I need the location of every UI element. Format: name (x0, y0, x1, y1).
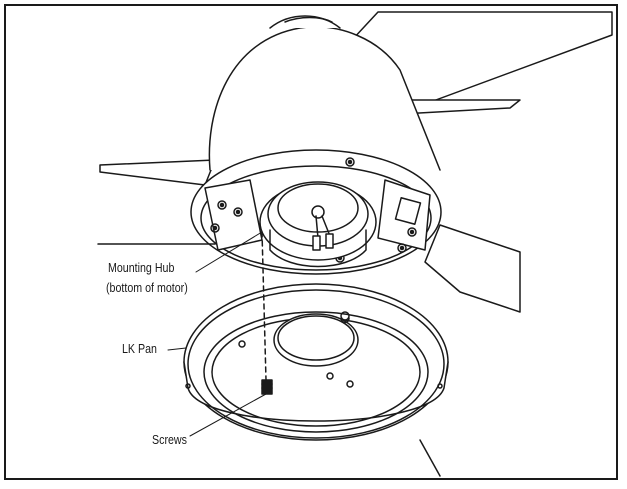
alignment-dashed-line (261, 231, 267, 381)
screw (261, 379, 273, 395)
motor-wires (311, 205, 334, 251)
leader-mounting-hub (195, 231, 263, 273)
label-mounting-hub: Mounting Hub (108, 260, 175, 275)
leader-lk-pan (167, 347, 187, 351)
label-screws: Screws (152, 432, 187, 447)
leader-screws (189, 393, 267, 437)
motor-housing (208, 26, 441, 171)
fan-blade-left (99, 159, 216, 186)
label-lk-pan: LK Pan (122, 341, 157, 356)
fan-blade-lower-right (424, 224, 521, 313)
lk-pan (183, 283, 449, 441)
label-mounting-hub-sub: (bottom of motor) (106, 280, 188, 295)
